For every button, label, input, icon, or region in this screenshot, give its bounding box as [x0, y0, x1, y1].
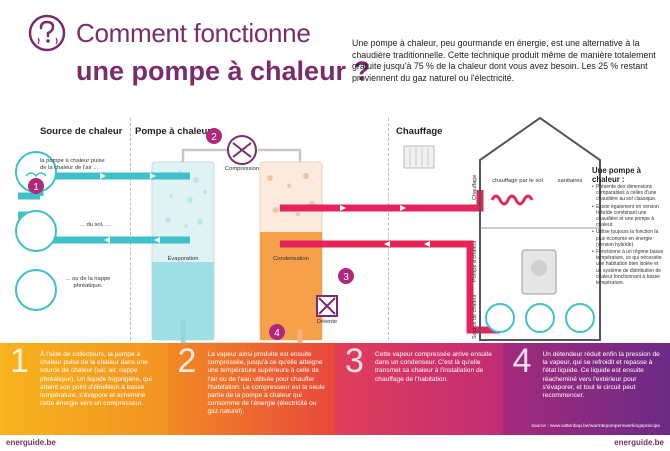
sidebar-item: Utilise toujours la fonction la plus éco…: [592, 229, 664, 248]
hot-loop-bottom: [280, 240, 500, 334]
house-label-source: Source de chaleur: [472, 294, 478, 339]
house-label-heating: Chauffage: [472, 174, 478, 200]
step-panel-3: 3 Cette vapeur compressée arrive ensuite…: [335, 343, 503, 435]
step-panel-4: 4 Un détendeur réduit enfin la pression …: [502, 342, 670, 435]
ground-circle-3: [565, 303, 595, 333]
page-title-line2: une pompe à chaleur ?: [76, 56, 371, 86]
column-pump: Pompe à chaleur: [135, 126, 212, 137]
condensation-label: Condensation: [273, 256, 309, 262]
separator-1: [130, 118, 131, 340]
source-note: source : www.wittenbop.be/warmtepompen/w…: [531, 423, 660, 429]
intro-text: Une pompe à chaleur, peu gourmande en én…: [352, 38, 656, 83]
page-title-line1: Comment fonctionne: [76, 18, 311, 48]
floor-heating-pipe: [490, 194, 534, 206]
radiator: [403, 145, 435, 169]
marker-3: 3: [343, 272, 349, 283]
step-number: 3: [345, 342, 364, 380]
ground-circle-1: [485, 303, 515, 333]
detente-label: Détente: [316, 319, 338, 325]
sidebar-item: Fonctionne à un régime basse température…: [592, 249, 664, 286]
sidebar-item: Présente des dimensions comparables à ce…: [592, 184, 664, 203]
question-heat-icon: [28, 14, 66, 52]
marker-4: 4: [274, 328, 280, 339]
step-panel-2: 2 La vapeur ainsi produite est ensuite c…: [167, 342, 335, 435]
separator-2: [388, 118, 389, 340]
steps-band: 1 À l'aide de collecteurs, la pompe à ch…: [0, 343, 670, 435]
step-text: Un détendeur réduit enfin la pression de…: [542, 351, 660, 400]
sidebar-list: Présente des dimensions comparables à ce…: [592, 184, 664, 287]
brand-left[interactable]: energuide.be: [6, 438, 56, 447]
step-number: 1: [10, 342, 29, 380]
floor-heating-label: chauffage par le sol: [492, 178, 543, 184]
step-number: 2: [177, 342, 197, 380]
column-heating: Chauffage: [396, 126, 443, 137]
soil-text: ... du sol, ...: [80, 222, 110, 228]
marker-1: 1: [33, 182, 39, 193]
step-panel-1: 1 À l'aide de collecteurs, la pompe à ch…: [0, 343, 168, 435]
brand-right[interactable]: energuide.be: [614, 438, 664, 447]
water-text: ... ou de la nappe phréatique.: [65, 276, 111, 290]
compression-label: Compression: [224, 166, 260, 172]
step-text: À l'aide de collecteurs, la pompe à chal…: [40, 351, 152, 408]
ground-circle-2: [525, 303, 555, 333]
marker-group: [28, 128, 354, 340]
evaporation-label: Évaporation: [167, 256, 199, 262]
water-source-circle: [15, 269, 57, 311]
footer: [0, 435, 670, 451]
soil-source-circle: [15, 210, 57, 252]
column-source: Source de chaleur: [40, 126, 123, 137]
air-text: la pompe à chaleur puise de la chaleur d…: [40, 158, 105, 172]
step-number: 4: [512, 342, 532, 380]
house-label-pump: Pompe à chaleur: [472, 240, 478, 282]
marker-2: 2: [211, 132, 217, 143]
step-text: La vapeur ainsi produite est ensuite com…: [207, 351, 325, 416]
step-text: Cette vapeur compressée arrive ensuite d…: [375, 351, 492, 383]
sidebar-item: Existe également en version hybride comb…: [592, 204, 664, 229]
sanitary-label: sanitaires: [557, 178, 583, 184]
sidebar-title: Une pompe à chaleur :: [592, 166, 641, 184]
